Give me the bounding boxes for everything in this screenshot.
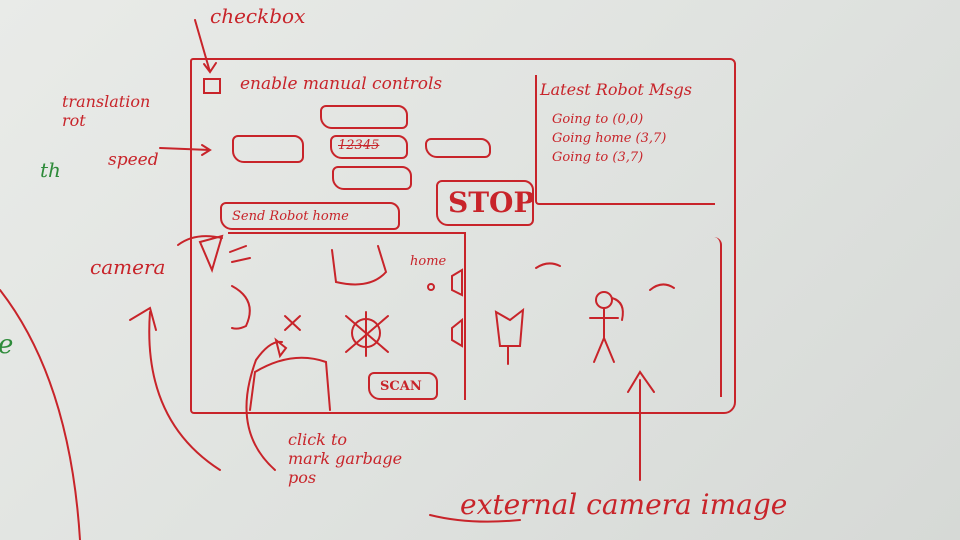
enable-manual-label: enable manual controls	[240, 74, 443, 94]
checkbox-annotation: checkbox	[210, 4, 306, 28]
scan-label: SCAN	[380, 379, 422, 394]
messages-list: Going to (0,0) Going home (3,7) Going to…	[552, 112, 666, 165]
map-view[interactable]	[228, 232, 466, 400]
rotate-right-button[interactable]	[425, 138, 491, 158]
home-label: home	[410, 254, 447, 269]
translation-rot-annotation: translation rot	[62, 92, 150, 130]
send-home-button[interactable]: Send Robot home	[220, 202, 400, 230]
speed-annotation: speed	[108, 150, 159, 170]
enable-manual-checkbox[interactable]	[203, 78, 221, 94]
stop-button[interactable]: STOP	[436, 180, 535, 226]
message-item: Going to (0,0)	[552, 112, 644, 127]
th-annotation: th	[40, 158, 61, 182]
external-camera-annotation: external camera image	[460, 488, 788, 521]
messages-panel	[535, 75, 715, 205]
backward-button[interactable]	[332, 166, 412, 190]
message-item: Going home (3,7)	[552, 131, 667, 146]
speed-input[interactable]	[330, 135, 408, 159]
external-camera-view	[472, 237, 722, 397]
forward-button[interactable]	[320, 105, 408, 129]
messages-title: Latest Robot Msgs	[540, 80, 692, 99]
click-to-mark-text: click to mark garbage pos	[288, 430, 403, 487]
rotate-left-button[interactable]	[232, 135, 304, 163]
translation-rot-text: translation rot	[62, 92, 151, 130]
e-annotation: e	[0, 330, 13, 360]
message-item: Going to (3,7)	[552, 150, 644, 165]
camera-annotation: camera	[90, 255, 166, 279]
speed-value: 12345	[338, 138, 380, 153]
scan-button[interactable]: SCAN	[368, 372, 438, 400]
send-home-label: Send Robot home	[232, 209, 349, 224]
stop-label: STOP	[448, 186, 535, 219]
click-to-mark-annotation: click to mark garbage pos	[288, 430, 402, 487]
